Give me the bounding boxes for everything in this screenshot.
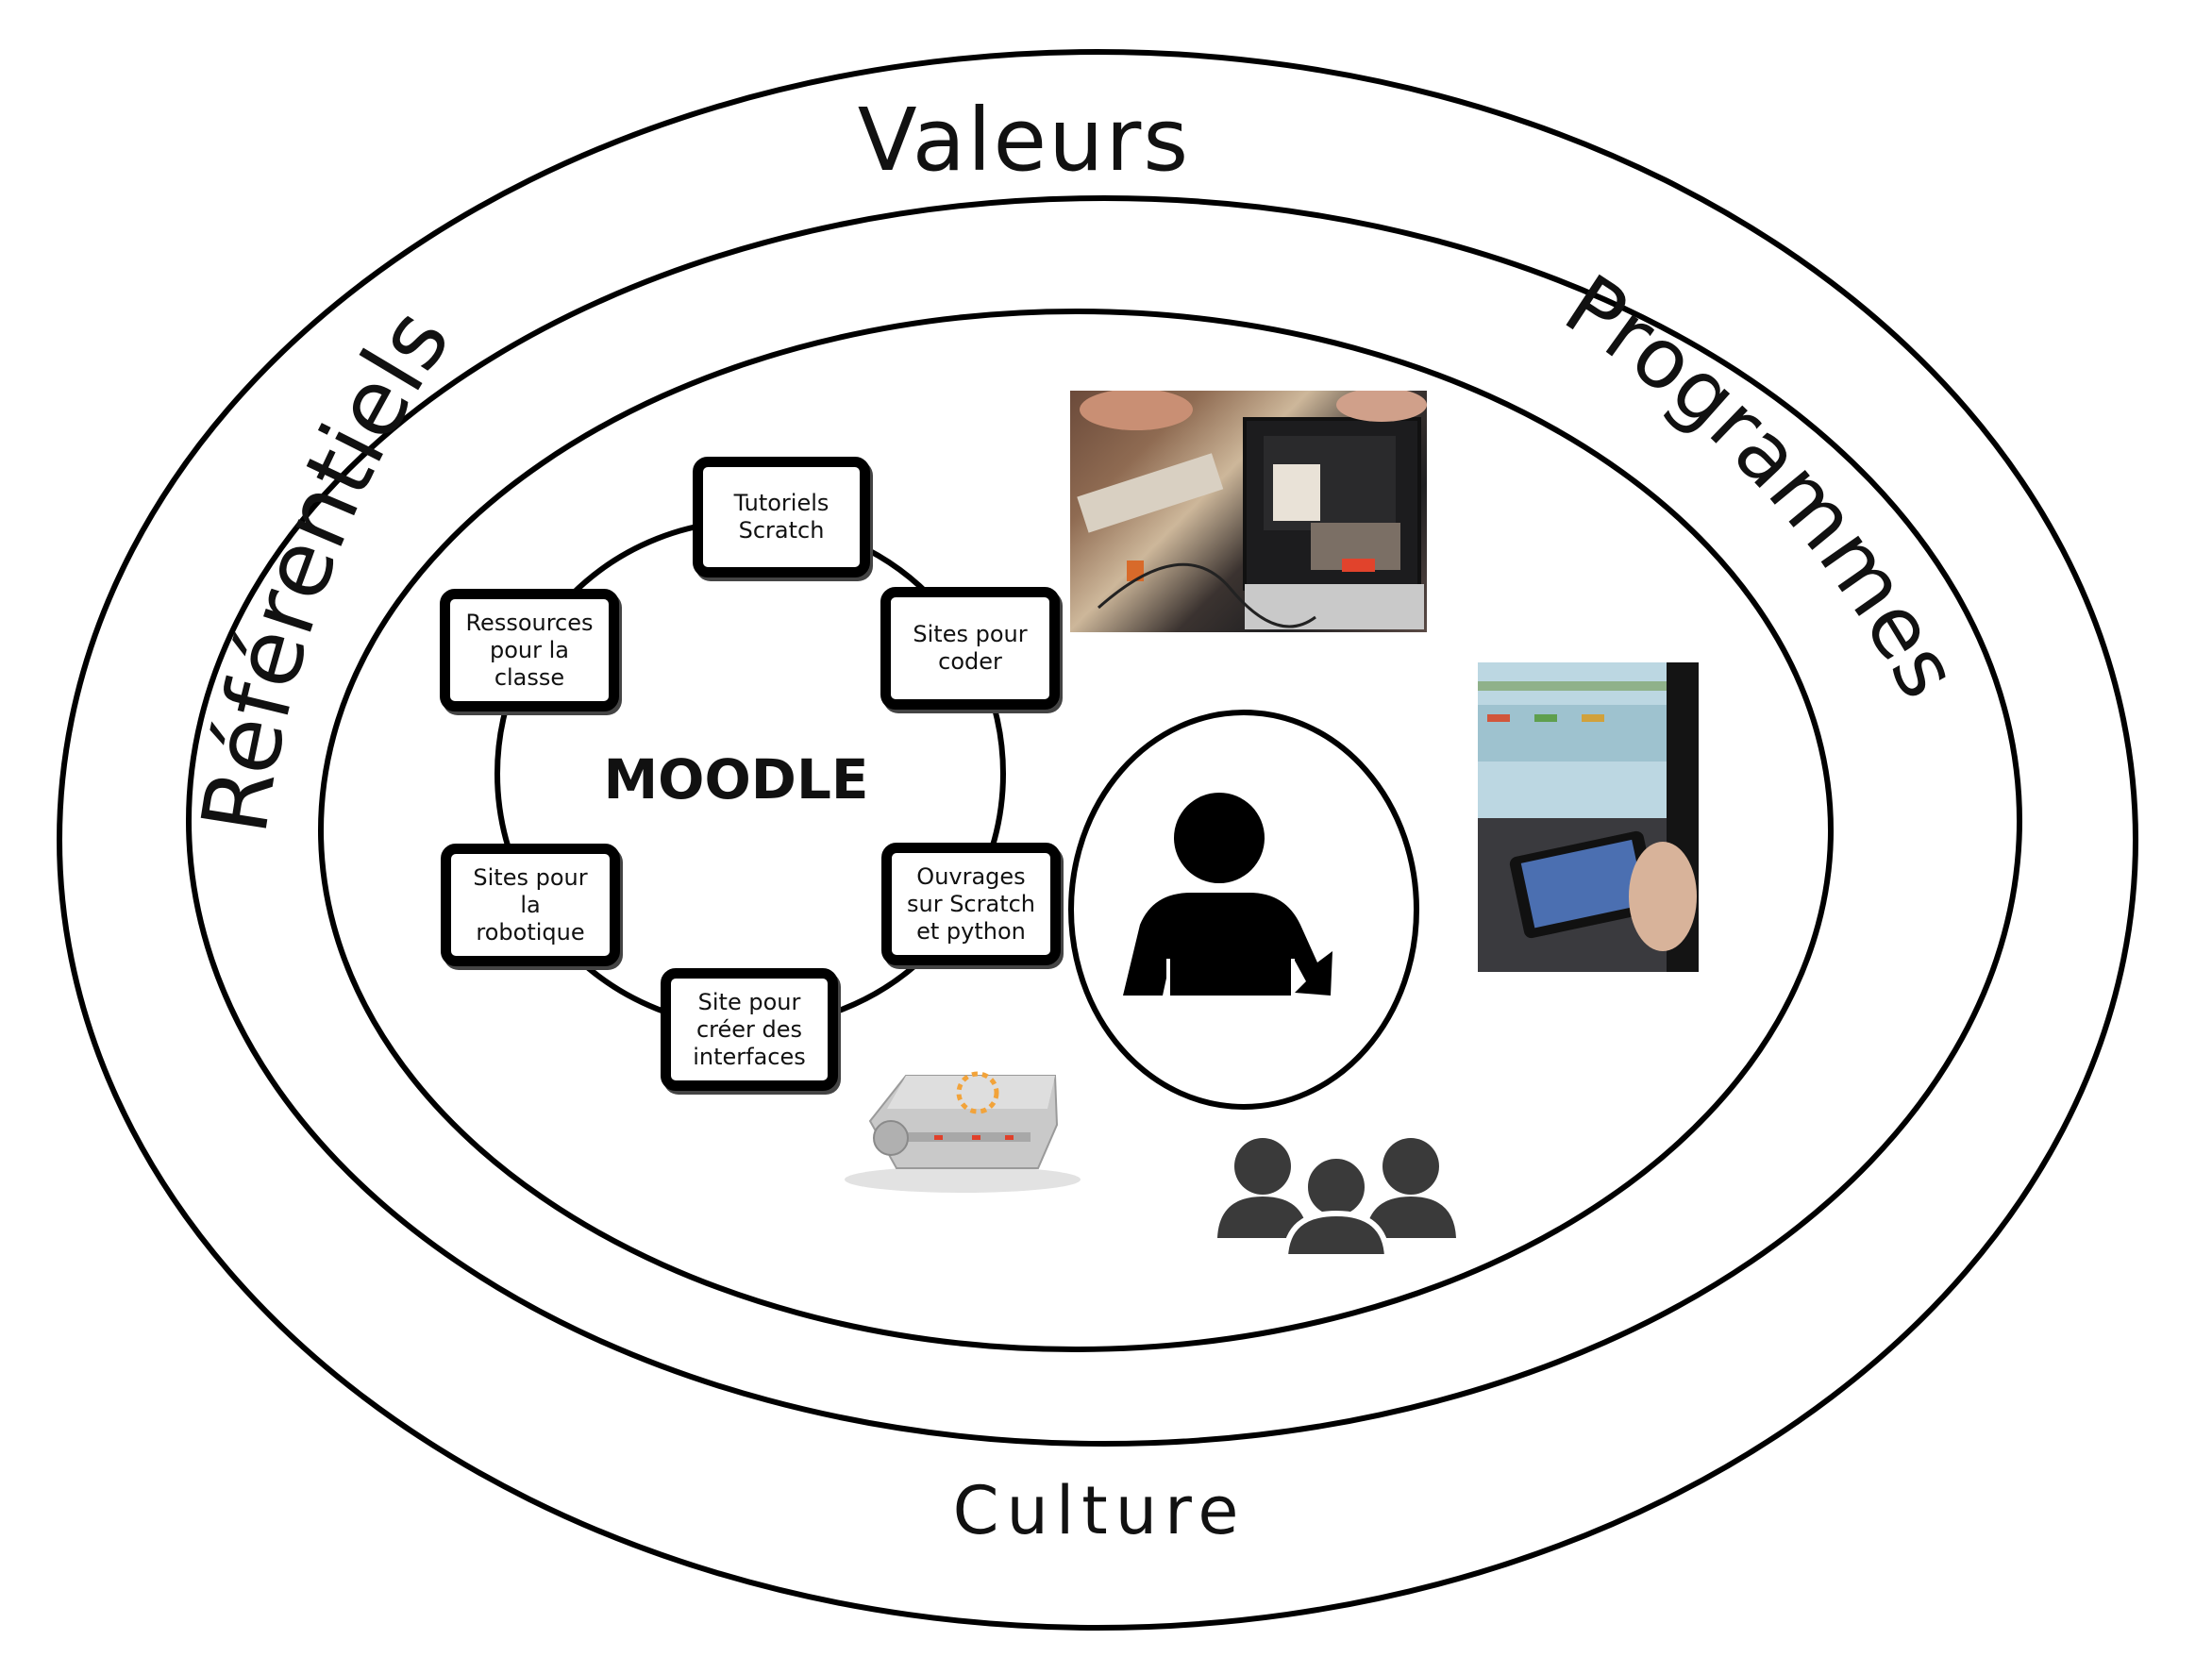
ring-label-culture: Culture	[953, 1472, 1247, 1549]
person-icon	[1123, 793, 1332, 996]
node-label: Ressources pour la classe	[465, 609, 594, 691]
tablet-interface-detail	[1478, 662, 1699, 972]
ring-label-programmes: Programmes	[1549, 256, 1978, 713]
ring-middle	[186, 195, 2022, 1447]
node-label: Sites pour la robotique	[473, 863, 588, 946]
thymio-robot-icon	[845, 1071, 1081, 1193]
ring-label-valeurs: Valeurs	[858, 90, 1190, 191]
node-ressources-classe: Ressources pour la classe	[440, 589, 619, 711]
node-sites-pour-coder: Sites pour coder	[880, 587, 1060, 710]
node-site-creer-interfaces: Site pour créer des interfaces	[661, 968, 838, 1091]
node-sites-robotique: Sites pour la robotique	[441, 844, 620, 966]
node-label: Sites pour coder	[913, 621, 1028, 675]
node-ouvrages-scratch-python: Ouvrages sur Scratch et python	[881, 843, 1061, 965]
group-icon	[1217, 1138, 1456, 1260]
moodle-label: MOODLE	[603, 747, 868, 812]
robotics-kit-detail	[1077, 391, 1427, 629]
tablet-interface-photo	[1478, 662, 1699, 972]
node-label: Tutoriels Scratch	[733, 490, 830, 544]
node-label: Ouvrages sur Scratch et python	[906, 862, 1036, 945]
ring-inner	[318, 309, 1834, 1352]
ring-outer	[57, 49, 2138, 1631]
robotics-kit-photo	[1070, 391, 1427, 632]
node-tutoriels-scratch: Tutoriels Scratch	[693, 457, 870, 577]
node-label: Site pour créer des interfaces	[693, 988, 806, 1070]
